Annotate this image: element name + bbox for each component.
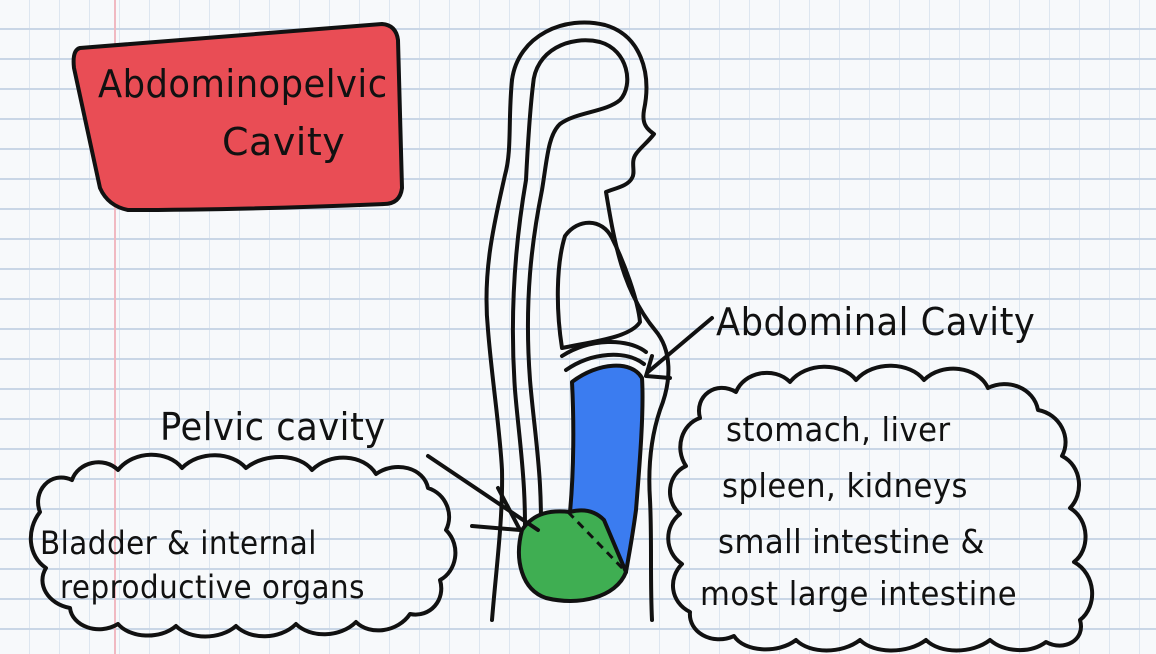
pelvic-arrow: [426, 454, 540, 532]
pelvic-cavity: [517, 508, 628, 603]
title-line-2: Cavity: [222, 120, 346, 164]
title-box: [71, 22, 404, 212]
pelvic-cavity-label: Pelvic cavity: [160, 405, 386, 449]
title-line-1: Abdominopelvic: [98, 62, 388, 106]
abdominal-arrowhead: [644, 354, 672, 380]
abdominal-organs-line-2: spleen, kidneys: [722, 466, 968, 505]
abdominal-cavity-label: Abdominal Cavity: [716, 300, 1036, 344]
brain-spinal-cord: [525, 38, 630, 562]
pelvic-organs-cloud: [28, 452, 458, 639]
body-outline: [510, 20, 671, 622]
brain-inner-line: [510, 83, 535, 562]
pelvic-organs-line-1: Bladder & internal: [40, 524, 317, 562]
abdominal-organs-line-4: most large intestine: [700, 574, 1018, 613]
abdominal-organs-line-1: stomach, liver: [726, 410, 951, 449]
diaphragm: [560, 340, 648, 372]
abdominal-arrow: [646, 316, 714, 374]
pelvic-organs-line-2: reproductive organs: [60, 568, 365, 606]
abdominal-organs-line-3: small intestine &: [718, 522, 985, 561]
abdominal-organs-cloud: [666, 363, 1095, 653]
back-outline: [484, 78, 514, 622]
thoracic-cavity: [555, 220, 642, 350]
pelvic-arrowhead: [470, 486, 522, 532]
